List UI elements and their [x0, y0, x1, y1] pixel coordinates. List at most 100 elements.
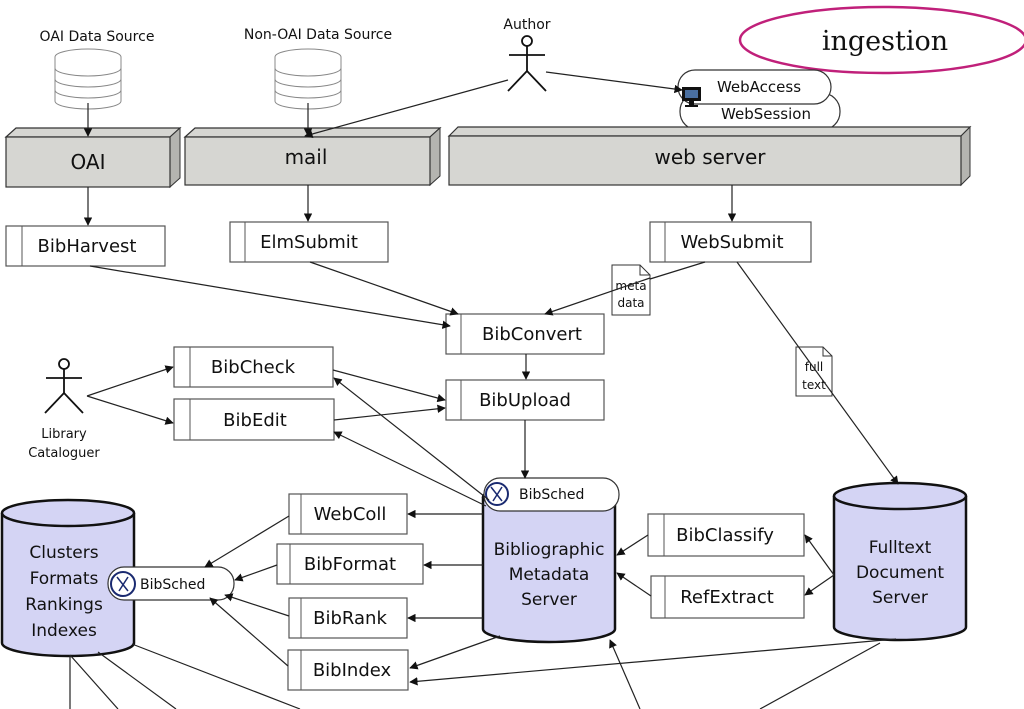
stick-figure-icon	[507, 35, 547, 92]
module-elmsubmit: ElmSubmit	[229, 221, 389, 263]
module-bibclassify-label: BibClassify	[676, 525, 774, 546]
database-icon	[274, 48, 342, 110]
metadata-doc-line2: data	[617, 296, 644, 310]
server-mail-label: mail	[285, 145, 328, 169]
module-bibindex-label: BibIndex	[313, 660, 392, 681]
module-websubmit-label: WebSubmit	[680, 232, 783, 253]
module-bibrank: BibRank	[288, 597, 408, 639]
author-actor: Author	[503, 17, 551, 92]
module-bibformat-label: BibFormat	[304, 554, 396, 575]
module-bibupload-label: BibUpload	[479, 390, 571, 411]
connectors	[69, 71, 899, 709]
server-web: web server	[447, 125, 972, 187]
bibliographic-server-line1: Bibliographic	[494, 540, 605, 560]
line-clusters-down-4	[131, 643, 301, 709]
bibliographic-server-line2: Metadata	[509, 565, 590, 585]
non-oai-data-source: Non-OAI Data Source	[244, 27, 392, 110]
server-oai-label: OAI	[71, 150, 106, 174]
arrow-fulltext-to-bibclassify	[804, 534, 835, 576]
ingestion-badge: ingestion	[738, 5, 1024, 75]
module-webcoll-label: WebColl	[314, 504, 387, 525]
arrow-cataloguer-to-bibedit	[86, 395, 174, 425]
webclient-group: WebSession WebAccess	[677, 69, 841, 131]
arrow-bibclassify-to-server	[616, 534, 649, 556]
module-bibconvert: BibConvert	[445, 313, 605, 355]
oai-data-source: OAI Data Source	[40, 29, 155, 110]
clusters-indexes-store: Clusters Formats Rankings Indexes	[0, 498, 136, 658]
arrow-elmsubmit-to-bibconvert	[309, 261, 459, 316]
stick-figure-icon	[44, 358, 84, 414]
module-refextract: RefExtract	[650, 575, 805, 619]
fulltext-document-icon: full text	[795, 346, 833, 397]
arrow-server-to-bibindex	[409, 635, 501, 670]
arrow-metadata-to-bibconvert	[544, 277, 651, 316]
module-elmsubmit-label: ElmSubmit	[260, 232, 358, 253]
module-refextract-label: RefExtract	[680, 587, 774, 608]
clusters-store-line2: Formats	[30, 569, 99, 589]
arrow-author-to-mail	[304, 79, 509, 139]
arrow-bottom-to-server	[609, 639, 641, 709]
clusters-store-line3: Rankings	[25, 595, 103, 615]
arrow-author-to-webaccess	[545, 71, 683, 94]
fulltext-server-line2: Document	[856, 563, 944, 583]
line-fulltext-down	[759, 642, 881, 709]
module-bibcheck: BibCheck	[173, 346, 334, 388]
metadata-doc-line1: meta	[615, 279, 646, 293]
fulltext-doc-line1: full	[805, 360, 824, 374]
module-bibedit-label: BibEdit	[223, 410, 287, 431]
cataloguer-label-line1: Library	[41, 427, 87, 442]
database-icon	[54, 48, 122, 110]
module-bibconvert-label: BibConvert	[482, 324, 582, 345]
module-websubmit: WebSubmit	[649, 221, 812, 263]
server-web-label: web server	[654, 145, 766, 169]
fulltext-server-line3: Server	[872, 588, 928, 608]
arrow-bibcheck-to-bibupload	[332, 369, 446, 403]
module-bibclassify: BibClassify	[647, 513, 805, 557]
module-bibcheck-label: BibCheck	[211, 357, 296, 378]
fulltext-doc-line2: text	[802, 378, 826, 392]
clock-icon	[110, 571, 136, 597]
arrow-server-to-bibedit	[333, 431, 487, 507]
module-webcoll: WebColl	[288, 493, 408, 535]
module-bibedit: BibEdit	[173, 398, 335, 441]
module-bibrank-label: BibRank	[313, 608, 387, 629]
arrow-webcoll-to-bibsched	[204, 515, 290, 568]
clusters-store-line1: Clusters	[29, 543, 98, 563]
non-oai-data-source-label: Non-OAI Data Source	[244, 27, 392, 43]
clusters-store-line4: Indexes	[31, 621, 97, 641]
arrow-fulltext-to-bibindex	[409, 638, 897, 686]
module-bibharvest: BibHarvest	[5, 225, 166, 267]
arrow-bibedit-to-bibupload	[333, 404, 446, 421]
line-websubmit-to-metadata	[649, 261, 706, 280]
server-oai: OAI	[4, 126, 182, 189]
module-bibharvest-label: BibHarvest	[38, 236, 137, 257]
bibsched-left-label: BibSched	[140, 577, 205, 593]
arrow-bibharvest-to-bibconvert	[89, 265, 451, 329]
server-mail: mail	[183, 126, 442, 187]
arrow-bibformat-to-bibsched	[234, 564, 278, 582]
arrow-refextract-to-server	[616, 572, 652, 597]
arrow-server-to-bibcheck	[333, 377, 490, 501]
module-bibupload: BibUpload	[445, 379, 605, 421]
webaccess-label: WebAccess	[717, 78, 801, 96]
computer-monitor-icon	[682, 87, 701, 107]
clock-icon	[485, 482, 509, 506]
bibliographic-server-line3: Server	[521, 590, 577, 610]
bibsched-top-label: BibSched	[519, 487, 584, 503]
arrow-fulltext-to-refextract	[804, 574, 835, 596]
line-clusters-down-2	[69, 654, 119, 709]
arrow-bibindex-to-bibsched	[209, 597, 289, 667]
fulltext-document-server: Fulltext Document Server	[832, 481, 968, 642]
cataloguer-label-line2: Cataloguer	[28, 446, 100, 461]
fulltext-server-line1: Fulltext	[869, 538, 932, 558]
bibsched-left: BibSched	[107, 566, 235, 601]
metadata-document-icon: meta data	[611, 264, 651, 316]
author-label: Author	[503, 17, 550, 33]
line-clusters-down-3	[97, 651, 177, 709]
arrow-bibrank-to-bibsched	[224, 593, 290, 617]
bibsched-top: BibSched	[483, 477, 620, 512]
module-bibindex: BibIndex	[287, 649, 409, 691]
arrow-websubmit-to-fulltext-server	[736, 261, 899, 485]
oai-data-source-label: OAI Data Source	[40, 29, 155, 45]
module-bibformat: BibFormat	[276, 543, 424, 585]
